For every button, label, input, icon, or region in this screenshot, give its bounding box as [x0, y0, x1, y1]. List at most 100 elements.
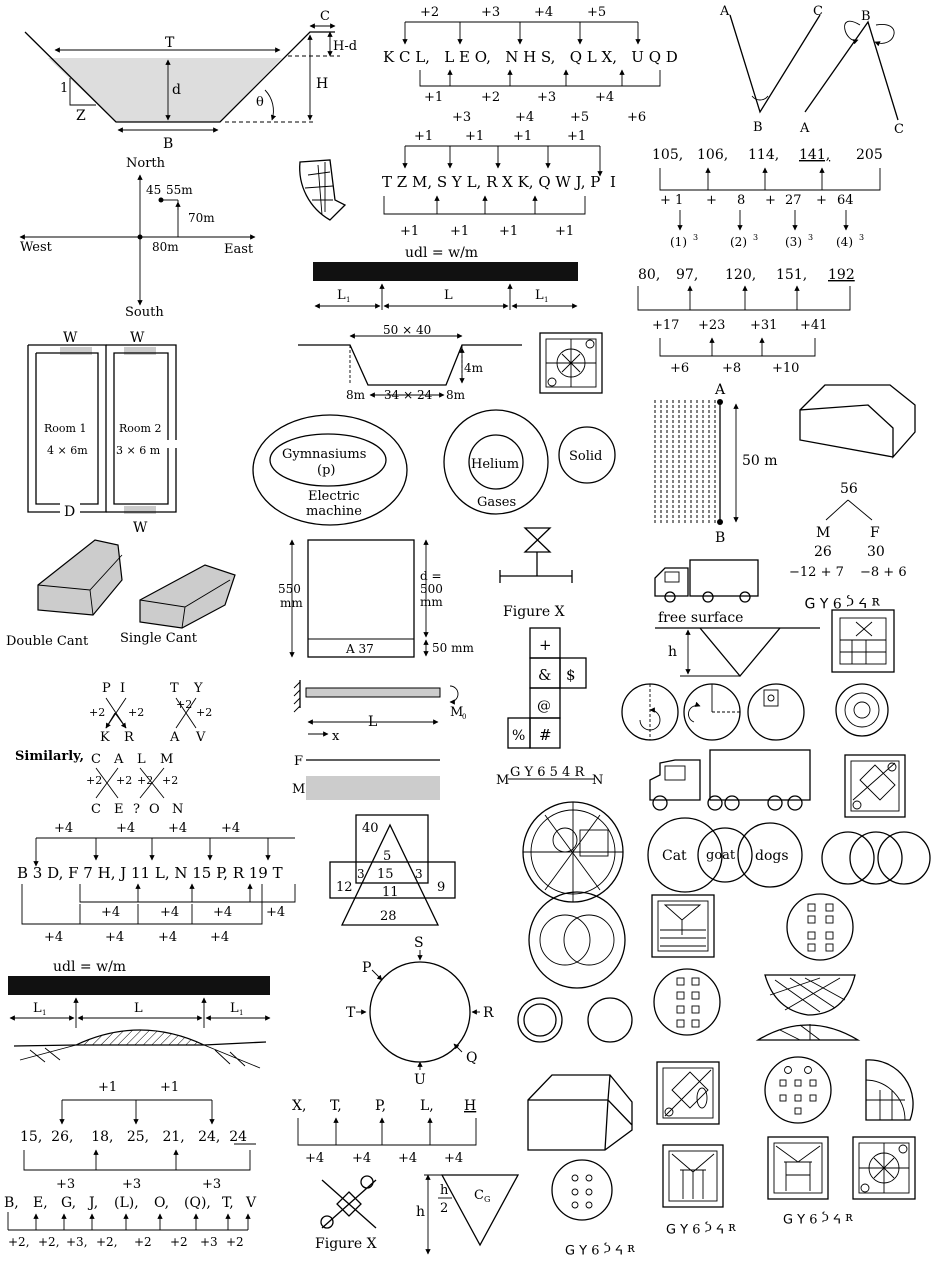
udl1-L: L: [444, 288, 453, 303]
beam-d2: 500: [420, 582, 443, 596]
seqX-0: X,: [292, 1098, 306, 1114]
venn-gym: Gymnasiums (p) Electric machine Helium G…: [253, 410, 615, 525]
seqB-d2: +3,: [66, 1235, 88, 1249]
seq15-bot-1: +3: [122, 1177, 141, 1192]
cuboid-right: [800, 385, 915, 457]
cg-h: h: [416, 1204, 425, 1220]
label-55m: 55m: [166, 183, 193, 197]
seq80-num-1: 97,: [676, 267, 698, 283]
seqB-4: (L),: [114, 1195, 139, 1211]
pattern-square-4: [652, 895, 714, 957]
cant-x: x: [332, 729, 340, 744]
udl2-L1a: L: [33, 1001, 42, 1016]
label-d: d: [172, 82, 181, 98]
seq-15-diagram: +1 +1 15, 26, 18, 25, 21, 24, 24 +3 +3 +…: [20, 1080, 256, 1192]
dot-circle-3: [552, 1160, 612, 1220]
tzm-bot-3: +1: [555, 224, 574, 239]
seq80-d2-1: +8: [722, 361, 741, 376]
mirror-N: N: [592, 773, 603, 788]
cube-op-6: 64: [837, 193, 854, 208]
kcl-bot2-0: +3: [452, 110, 471, 125]
seq80-num-2: 120,: [725, 267, 756, 283]
udl2-sub-a: 1: [42, 1009, 46, 1017]
seqX-3: L,: [420, 1098, 434, 1114]
seqB-d0: +2,: [8, 1235, 30, 1249]
seqB-7: T,: [222, 1195, 234, 1211]
direction-circle: S P T R Q U: [346, 935, 494, 1088]
let-similarly: Similarly,: [15, 749, 84, 764]
house-W2: W: [130, 330, 145, 346]
tzm-shift-diagram: +1 +1 +1 +1 T Z M, S Y L, R X K, Q W J, …: [382, 129, 616, 239]
cube-op-0: + 1: [660, 193, 683, 208]
tv-5: 5: [383, 849, 391, 864]
cube-exp-3: 3: [859, 233, 864, 242]
let-p2a: +2: [89, 706, 105, 719]
mirror-mid: G Y 6 5 4 R: [510, 765, 585, 780]
seqB-d1: +2,: [38, 1235, 60, 1249]
tzm-sequence: T Z M, S Y L, R X K, Q W J, P: [382, 173, 600, 191]
venn-p: (p): [317, 463, 335, 478]
cube-op-1: +: [706, 193, 717, 208]
seqB-d4: +2: [134, 1235, 152, 1249]
label-east: East: [224, 242, 254, 257]
seq15-bot-0: +3: [56, 1177, 75, 1192]
let-I: I: [120, 681, 125, 696]
label-Z: Z: [76, 108, 86, 124]
truck-small: [655, 560, 758, 602]
udl1-sub-b: 1: [544, 296, 548, 304]
truck-large: [650, 750, 810, 810]
cg-h2d: 2: [440, 1201, 448, 1216]
label-one: 1: [60, 81, 68, 96]
cgd-goat: goat: [706, 848, 736, 863]
udl2-L: L: [134, 1001, 143, 1016]
cgd-dogs: dogs: [755, 848, 789, 864]
dot-circle-4: [765, 1057, 831, 1123]
let-p2b: +2: [128, 706, 144, 719]
seq80-d2-2: +10: [772, 361, 799, 376]
b3d-top-2: +4: [168, 821, 187, 836]
house-room1-size: 4 × 6m: [47, 444, 88, 457]
tv-15: 15: [377, 867, 394, 882]
house-W1: W: [63, 330, 78, 346]
mirror-text-1: ᴚ ᔭ ϛ 9 ⅄ ⅁: [805, 594, 881, 610]
pattern-square-2: [832, 610, 894, 672]
valve-figure: Figure X: [500, 528, 572, 620]
cube-exp-0: 3: [693, 233, 698, 242]
label-H: H: [316, 76, 328, 92]
seq15-top-1: +1: [160, 1080, 179, 1095]
venn-gym: Gymnasiums: [282, 447, 366, 462]
b3d-bot2-0: +4: [44, 930, 63, 945]
let-M: M: [160, 752, 173, 767]
tzm-top-0: +1: [414, 129, 433, 144]
label-45: 45: [146, 183, 161, 197]
mirror4-text: ᴚ ᔭ ϛ 9 ⅄ ⅁: [565, 1241, 635, 1256]
udl2-L1b: L: [230, 1001, 239, 1016]
b3d-bot1-0: +4: [101, 905, 120, 920]
let-p2g: +2: [137, 774, 153, 787]
cgd-cat: Cat: [662, 848, 687, 864]
cube-2: (3): [785, 235, 802, 249]
seq-B-diagram: B, E, G, J, (L), O, (Q), T, V +2, +2, +3…: [4, 1195, 257, 1249]
va-B2: B: [861, 9, 871, 24]
let-R: R: [124, 730, 135, 745]
let-C: C: [91, 752, 101, 767]
seq-X-diagram: X, T, P, L, H +4 +4 +4 +4: [292, 1098, 476, 1166]
cube-num-0: 105,: [652, 147, 683, 163]
udl1-L1a: L: [337, 288, 346, 303]
house-plan: W W W D Room 1 4 × 6m Room 2 3 × 6 m: [28, 330, 176, 536]
mirror2-text: ᴚ ᔭ ϛ 9 ⅄ ⅁: [666, 1220, 736, 1235]
seqB-6: (Q),: [184, 1195, 211, 1211]
beam-d-unit: mm: [420, 595, 443, 609]
seqB-5: O,: [154, 1195, 169, 1211]
tree-M: M: [816, 525, 830, 541]
cube-op-4: 27: [785, 193, 802, 208]
cant-sub0: 0: [462, 713, 466, 721]
seqX-4: H: [464, 1098, 476, 1114]
beam-bot: 50 mm: [432, 641, 474, 655]
label-B: B: [163, 136, 173, 152]
circle-pattern-2: [518, 998, 632, 1042]
circle-row: [622, 684, 888, 740]
b3d-bot1-2: +4: [213, 905, 232, 920]
cube-1: (2): [730, 235, 747, 249]
